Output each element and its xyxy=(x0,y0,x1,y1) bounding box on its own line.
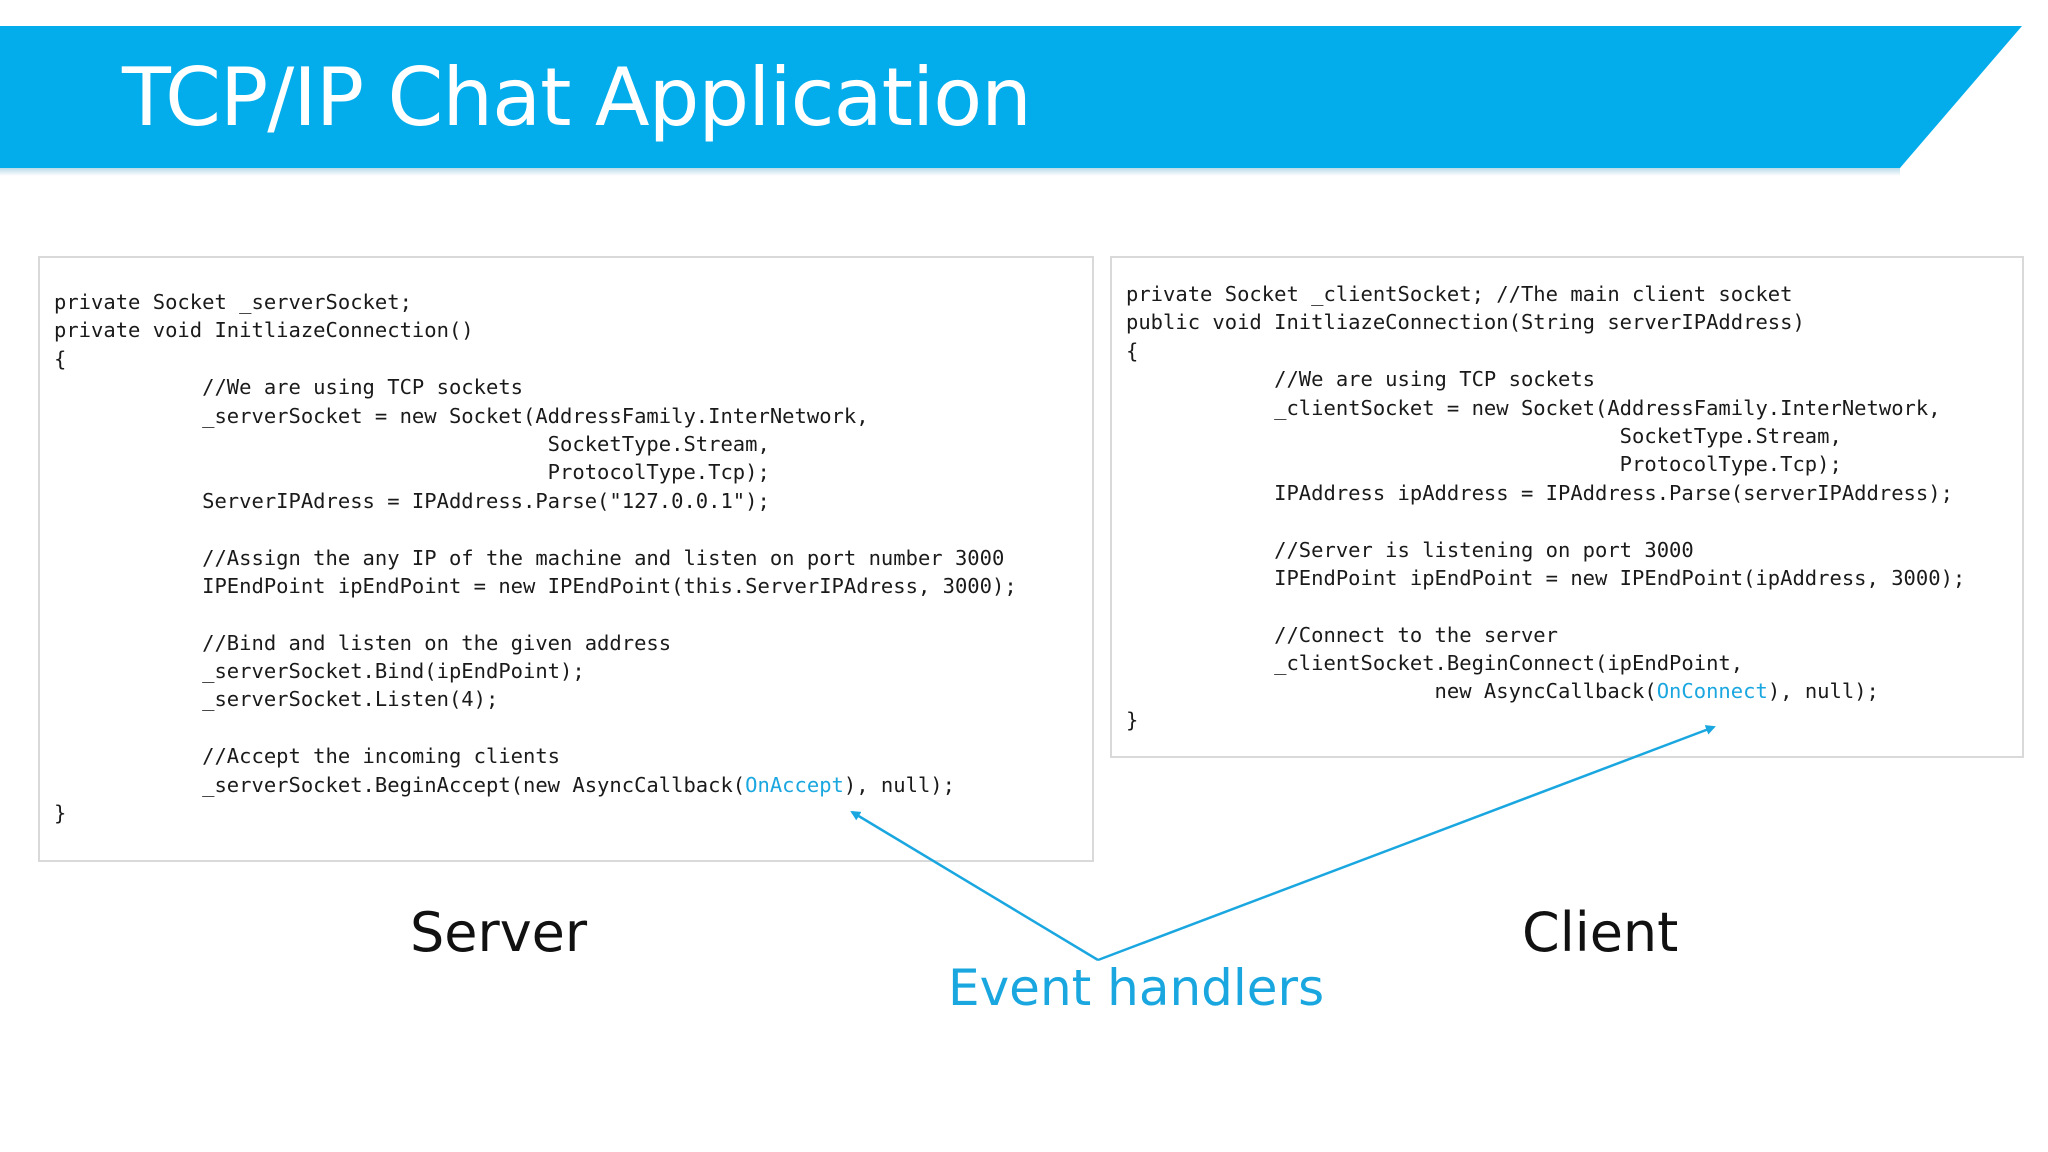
server-code-block: private Socket _serverSocket;private voi… xyxy=(38,256,1094,862)
code-text: new AsyncCallback( xyxy=(1126,679,1657,704)
code-text: _serverSocket.BeginAccept(new AsyncCallb… xyxy=(54,772,746,797)
code-text: ), null); xyxy=(1767,679,1879,704)
code-text: _serverSocket.Bind(ipEndPoint); xyxy=(54,659,585,684)
code-line: new AsyncCallback(OnConnect), null); xyxy=(1126,677,2022,705)
code-text: //Connect to the server xyxy=(1126,622,1558,647)
code-line xyxy=(54,714,1092,742)
code-line: _serverSocket.Listen(4); xyxy=(54,685,1092,713)
code-line: _clientSocket.BeginConnect(ipEndPoint, xyxy=(1126,649,2022,677)
code-text: ServerIPAdress = IPAddress.Parse("127.0.… xyxy=(54,488,770,513)
client-code-block: private Socket _clientSocket; //The main… xyxy=(1110,256,2024,758)
code-text: ProtocolType.Tcp); xyxy=(54,460,770,485)
code-line: SocketType.Stream, xyxy=(1126,422,2022,450)
code-line: } xyxy=(1126,706,2022,734)
event-handlers-caption: Event handlers xyxy=(948,959,1325,1017)
code-line: SocketType.Stream, xyxy=(54,430,1092,458)
code-line: //Assign the any IP of the machine and l… xyxy=(54,544,1092,572)
code-line: //We are using TCP sockets xyxy=(54,373,1092,401)
client-caption: Client xyxy=(1522,901,1679,964)
code-line: //Server is listening on port 3000 xyxy=(1126,536,2022,564)
server-caption: Server xyxy=(410,901,588,964)
banner-shadow xyxy=(0,168,1900,176)
code-text: ProtocolType.Tcp); xyxy=(1126,452,1842,477)
code-text: //We are using TCP sockets xyxy=(1126,367,1595,392)
code-line: _serverSocket.Bind(ipEndPoint); xyxy=(54,657,1092,685)
code-text: //Bind and listen on the given address xyxy=(54,630,672,655)
code-text: } xyxy=(1126,707,1139,732)
code-line: _serverSocket = new Socket(AddressFamily… xyxy=(54,402,1092,430)
code-text: //We are using TCP sockets xyxy=(54,375,523,400)
code-line xyxy=(1126,592,2022,620)
code-text: IPAddress ipAddress = IPAddress.Parse(se… xyxy=(1126,480,1953,505)
code-line: private Socket _serverSocket; xyxy=(54,288,1092,316)
code-text: { xyxy=(54,346,67,371)
code-text: SocketType.Stream, xyxy=(54,431,770,456)
code-text: private void InitliazeConnection() xyxy=(54,318,474,343)
code-text: public void InitliazeConnection(String s… xyxy=(1126,310,1805,335)
code-line: private Socket _clientSocket; //The main… xyxy=(1126,280,2022,308)
code-line: public void InitliazeConnection(String s… xyxy=(1126,308,2022,336)
slide-title: TCP/IP Chat Application xyxy=(122,51,1032,144)
code-text: _clientSocket = new Socket(AddressFamily… xyxy=(1126,395,1941,420)
code-text: //Assign the any IP of the machine and l… xyxy=(54,545,1005,570)
code-line: IPEndPoint ipEndPoint = new IPEndPoint(i… xyxy=(1126,564,2022,592)
event-handler-name: OnConnect xyxy=(1656,679,1768,704)
code-text: //Accept the incoming clients xyxy=(54,744,561,769)
code-line: IPAddress ipAddress = IPAddress.Parse(se… xyxy=(1126,479,2022,507)
code-text: //Server is listening on port 3000 xyxy=(1126,537,1694,562)
event-handler-name: OnAccept xyxy=(745,772,844,797)
code-text: _serverSocket = new Socket(AddressFamily… xyxy=(54,403,869,428)
code-line xyxy=(54,515,1092,543)
code-line: IPEndPoint ipEndPoint = new IPEndPoint(t… xyxy=(54,572,1092,600)
code-line: ServerIPAdress = IPAddress.Parse("127.0.… xyxy=(54,487,1092,515)
code-text: ), null); xyxy=(843,772,955,797)
code-line xyxy=(54,600,1092,628)
code-text: private Socket _clientSocket; //The main… xyxy=(1126,282,1793,306)
code-text: IPEndPoint ipEndPoint = new IPEndPoint(i… xyxy=(1126,565,1966,590)
code-line: ProtocolType.Tcp); xyxy=(54,458,1092,486)
code-text: SocketType.Stream, xyxy=(1126,423,1842,448)
code-line: //Accept the incoming clients xyxy=(54,742,1092,770)
code-line: //We are using TCP sockets xyxy=(1126,365,2022,393)
code-line: //Bind and listen on the given address xyxy=(54,629,1092,657)
code-line: } xyxy=(54,799,1092,827)
title-banner xyxy=(0,26,2022,168)
code-text: { xyxy=(1126,338,1139,363)
code-text: IPEndPoint ipEndPoint = new IPEndPoint(t… xyxy=(54,573,1017,598)
code-line: _clientSocket = new Socket(AddressFamily… xyxy=(1126,394,2022,422)
code-line: { xyxy=(54,345,1092,373)
code-line: ProtocolType.Tcp); xyxy=(1126,450,2022,478)
code-line: _serverSocket.BeginAccept(new AsyncCallb… xyxy=(54,771,1092,799)
code-text: private Socket _serverSocket; xyxy=(54,290,412,314)
code-text: _serverSocket.Listen(4); xyxy=(54,687,499,712)
code-line: //Connect to the server xyxy=(1126,621,2022,649)
code-text: _clientSocket.BeginConnect(ipEndPoint, xyxy=(1126,651,1744,676)
code-text: } xyxy=(54,801,67,826)
code-line: private void InitliazeConnection() xyxy=(54,316,1092,344)
code-line: { xyxy=(1126,337,2022,365)
code-line xyxy=(1126,507,2022,535)
